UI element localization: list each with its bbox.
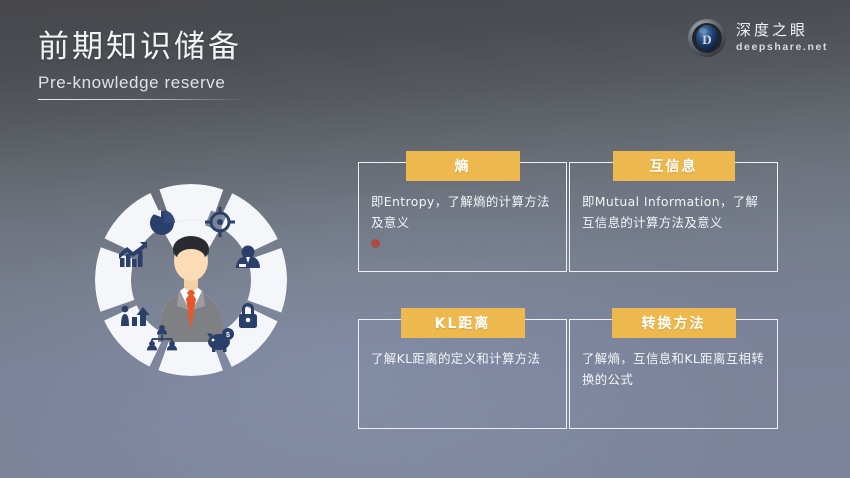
padlock-icon [239, 303, 257, 328]
card-conversion-method[interactable]: 转换方法 了解熵，互信息和KL距离互相转换的公式 [569, 308, 778, 429]
org-hierarchy-icon [146, 324, 178, 351]
businessman-avatar-icon [158, 236, 224, 342]
brand-name-cn: 深度之眼 [736, 21, 809, 40]
brand-text: 深度之眼 deepshare.net [736, 23, 828, 53]
card-mutual-information-badge: 互信息 [612, 151, 735, 181]
target-crosshair-icon [205, 207, 235, 237]
card-entropy-badge: 熵 [405, 151, 520, 181]
card-kl-divergence-badge: KL距离 [400, 308, 525, 338]
brand-logo: D 深度之眼 deepshare.net [687, 18, 828, 58]
growth-people-bar-icon [121, 305, 150, 326]
user-profile-icon [236, 245, 260, 268]
page-subtitle: Pre-knowledge reserve [38, 72, 226, 92]
deepshare-eye-icon: D [687, 18, 727, 58]
segment-icons: $ [119, 207, 260, 352]
brand-name-en: deepshare.net [736, 41, 828, 54]
card-entropy-body: 即Entropy，了解熵的计算方法及意义 [371, 194, 550, 231]
card-kl-divergence-body: 了解KL距离的定义和计算方法 [371, 351, 541, 366]
topic-card-grid: 熵 即Entropy，了解熵的计算方法及意义 互信息 即Mutual Infor… [358, 151, 778, 441]
gear-notch-group [205, 210, 226, 232]
logo-letter: D [702, 32, 711, 47]
card-entropy[interactable]: 熵 即Entropy，了解熵的计算方法及意义 [358, 151, 567, 272]
card-mutual-information[interactable]: 互信息 即Mutual Information，了解互信息的计算方法及意义 [569, 151, 778, 272]
card-conversion-method-badge: 转换方法 [611, 308, 736, 338]
pie-chart-icon [149, 210, 176, 235]
page-title: 前期知识储备 [38, 29, 242, 65]
card-kl-divergence[interactable]: KL距离 了解KL距离的定义和计算方法 [358, 308, 567, 429]
title-underline [38, 98, 248, 101]
slide-header: 前期知识储备 Pre-knowledge reserve [38, 29, 248, 101]
red-dot-marker [371, 239, 380, 248]
piggy-bank-dollar-icon: $ [207, 328, 234, 352]
svg-text:$: $ [226, 332, 230, 339]
card-mutual-information-body: 即Mutual Information，了解互信息的计算方法及意义 [582, 194, 759, 231]
card-conversion-method-body: 了解熵，互信息和KL距离互相转换的公式 [582, 351, 765, 388]
bar-chart-trend-icon [119, 242, 147, 267]
gear-circle-infographic: $ [93, 152, 289, 408]
